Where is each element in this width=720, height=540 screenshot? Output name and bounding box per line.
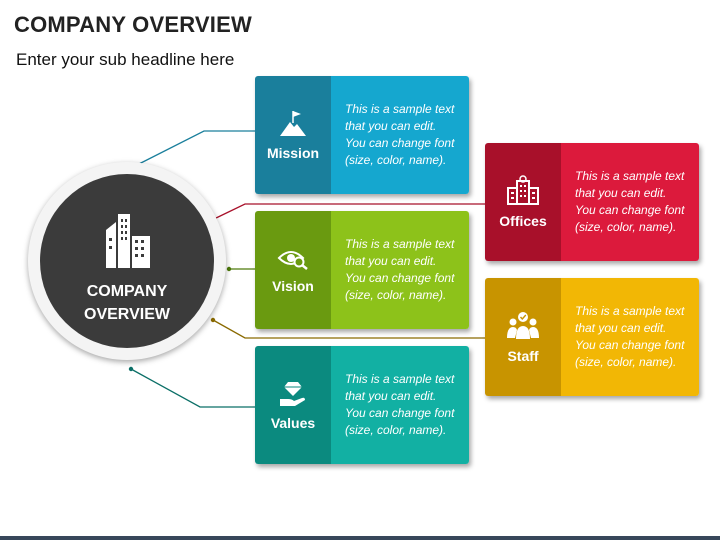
card-staff-text: This is a sample text that you can edit.… [575, 304, 685, 369]
center-label-line2: OVERVIEW [84, 306, 170, 323]
card-mission-label: Mission [266, 145, 320, 161]
eye-search-icon [277, 246, 309, 270]
card-values-header: Values [255, 346, 331, 464]
card-mission-header: Mission [255, 76, 331, 194]
card-staff: Staff This is a sample text that you can… [485, 278, 699, 396]
center-label: COMPANY OVERVIEW [40, 280, 214, 326]
connector-offices [213, 203, 485, 220]
card-offices-label: Offices [499, 213, 547, 229]
team-icon [507, 310, 539, 340]
card-offices: Offices This is a sample text that you c… [485, 143, 699, 261]
card-staff-label: Staff [507, 348, 539, 364]
page-title: COMPANY OVERVIEW [14, 12, 252, 37]
card-vision: Vision This is a sample text that you ca… [255, 211, 469, 329]
buildings-icon [102, 210, 154, 275]
card-offices-header: Offices [485, 143, 561, 261]
card-vision-label: Vision [272, 278, 314, 294]
diamond-hand-icon [278, 379, 308, 407]
card-offices-text: This is a sample text that you can edit.… [575, 169, 685, 234]
card-values-label: Values [270, 415, 316, 431]
card-mission: Mission This is a sample text that you c… [255, 76, 469, 194]
connector-mission [130, 130, 255, 169]
page-subtitle: Enter your sub headline here [16, 50, 235, 69]
flag-mountain-icon [278, 109, 308, 137]
card-values: Values This is a sample text that you ca… [255, 346, 469, 464]
card-mission-text: This is a sample text that you can edit.… [345, 102, 455, 167]
connector-staff [212, 319, 485, 339]
connector-values [130, 368, 255, 408]
card-vision-text: This is a sample text that you can edit.… [345, 237, 455, 302]
center-label-line1: COMPANY [86, 283, 168, 300]
card-values-text: This is a sample text that you can edit.… [345, 372, 455, 437]
bottom-bar [0, 536, 720, 540]
card-vision-header: Vision [255, 211, 331, 329]
card-staff-header: Staff [485, 278, 561, 396]
office-building-icon [506, 175, 540, 205]
